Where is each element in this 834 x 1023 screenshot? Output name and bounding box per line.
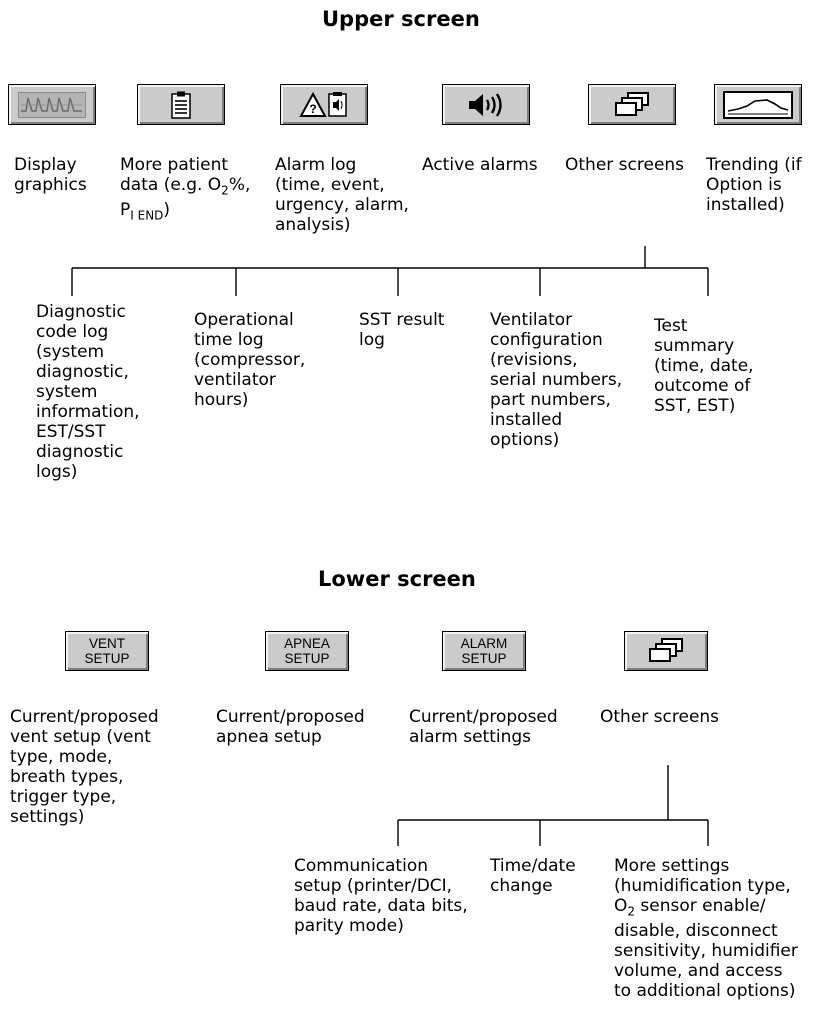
vent-setup-label: Current/proposed vent setup (vent type, … [10, 707, 159, 827]
clipboard-icon [171, 91, 191, 119]
diagnostic-code-log-label: Diagnostic code log (system diagnostic, … [36, 302, 140, 482]
lower-screen-title: Lower screen [318, 567, 476, 591]
upper-screen-title: Upper screen [322, 7, 480, 31]
trend-graph-icon [723, 90, 793, 119]
alarm-settings-label: Current/proposed alarm settings [409, 707, 558, 747]
trending-button[interactable] [714, 84, 802, 125]
waveform-graphics-icon [18, 91, 86, 118]
speaker-icon [469, 92, 502, 117]
apnea-setup-label: Current/proposed apnea setup [216, 707, 365, 747]
lower-other-screens-label: Other screens [600, 707, 720, 727]
vent-setup-button[interactable]: VENT SETUP [65, 631, 149, 671]
ventilator-configuration-label: Ventilator configuration (revisions, ser… [490, 310, 623, 450]
alarm-log-icon: ? [299, 91, 347, 117]
more-patient-data-button[interactable] [137, 84, 225, 125]
lower-other-screens-button[interactable] [624, 631, 708, 671]
stacked-screens-icon [649, 638, 683, 662]
stacked-screens-icon [615, 91, 649, 116]
alarm-log-button[interactable]: ? [280, 84, 368, 125]
test-summary-label: Test summary (time, date, outcome of SST… [654, 316, 754, 416]
active-alarms-button[interactable] [442, 84, 530, 125]
display-graphics-button[interactable] [8, 84, 96, 125]
sst-result-log-label: SST result log [359, 310, 445, 350]
trending-label: Trending (if Option is installed) [706, 155, 802, 215]
display-graphics-label: Display graphics [14, 155, 87, 195]
more-settings-label: More settings (humidification type, O2 s… [614, 856, 798, 1002]
communication-setup-label: Communication setup (printer/DCI, baud r… [294, 856, 468, 936]
active-alarms-label: Active alarms [422, 155, 538, 175]
other-screens-label: Other screens [565, 155, 685, 175]
alarm-log-label: Alarm log (time, event, urgency, alarm, … [275, 155, 409, 235]
more-patient-data-label: More patient data (e.g. O2%, PI END) [120, 155, 251, 223]
svg-text:?: ? [309, 102, 316, 116]
apnea-setup-button[interactable]: APNEA SETUP [265, 631, 349, 671]
operational-time-log-label: Operational time log (compressor, ventil… [194, 310, 306, 410]
alarm-setup-button[interactable]: ALARM SETUP [442, 631, 526, 671]
time-date-change-label: Time/date change [490, 856, 576, 896]
other-screens-button[interactable] [588, 84, 676, 125]
